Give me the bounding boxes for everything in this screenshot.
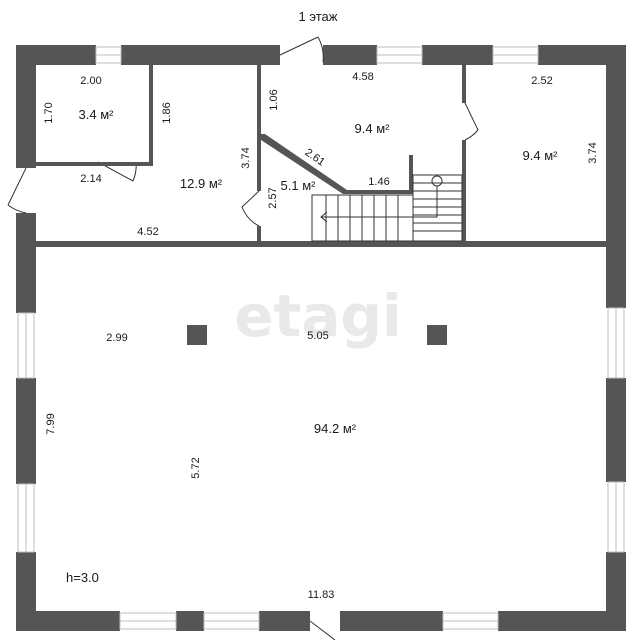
dim-closet-height: 1.70 [43,102,55,123]
hall-left-area: 12.9 м² [180,176,223,191]
staircase [311,174,463,242]
main-hall-area: 94.2 м² [314,421,357,436]
storage-area: 5.1 м² [281,178,317,193]
exterior-walls [16,45,626,631]
dim-right-height: 3.74 [587,142,599,163]
ceiling-height-note: h=3.0 [66,570,99,585]
dim-main-height: 7.99 [45,413,57,434]
interior-walls [36,65,606,345]
doors [7,36,479,640]
room-right-area: 9.4 м² [523,148,559,163]
dim-closet-width: 2.00 [80,75,101,87]
dim-stair-width: 1.46 [368,176,389,188]
dim-closet-depth: 1.86 [161,102,173,123]
hall-center-area: 9.4 м² [355,121,391,136]
dim-right-width: 2.52 [531,75,552,87]
room-areas: 3.4 м² 12.9 м² 5.1 м² 9.4 м² 9.4 м² 94.2… [79,107,559,436]
dim-main-inner: 5.72 [190,457,202,478]
dim-storage-height: 2.57 [267,187,279,208]
dim-hall-left-height: 3.74 [240,147,252,168]
dimension-labels: 2.00 1.70 1.86 2.14 4.52 3.74 1.06 4.58 … [43,71,599,601]
watermark: etagi [234,282,402,350]
dim-main-width: 11.83 [308,589,335,601]
dim-closet-bottom: 2.14 [80,173,101,185]
floor-title: 1 этаж [299,9,338,24]
dim-main-upper-center: 5.05 [307,330,328,342]
dim-hall-left-width: 4.52 [137,226,158,238]
dim-center-depth: 1.06 [268,89,280,110]
windows [17,46,625,630]
closet-area: 3.4 м² [79,107,115,122]
dim-center-width: 4.58 [352,71,373,83]
dim-main-upper-left: 2.99 [106,332,127,344]
